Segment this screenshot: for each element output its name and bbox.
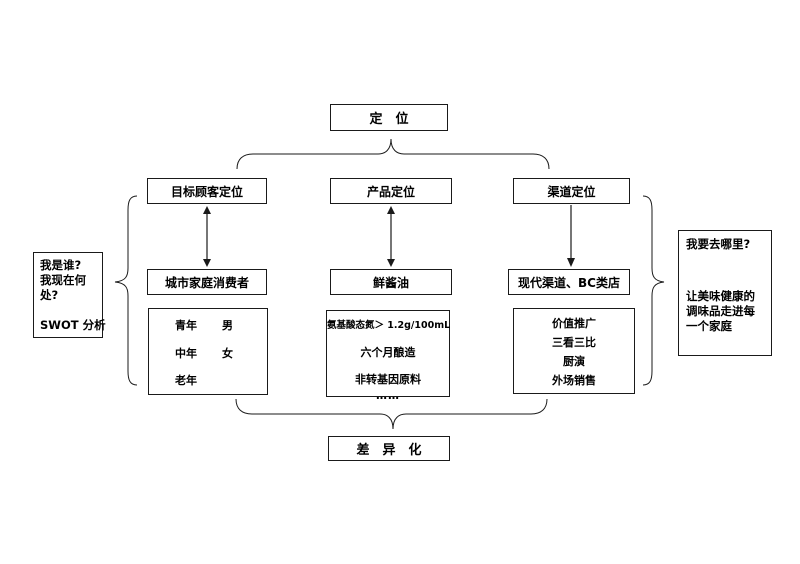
double-arrow-product-icon (387, 206, 395, 267)
header-product: 产品定位 (330, 178, 452, 204)
detail-row: 中年 女 (175, 347, 267, 361)
detail-cell: 青年 (175, 319, 197, 332)
detail-row: 老年 (175, 374, 267, 388)
right-brace (642, 195, 665, 386)
detail-row: 青年 男 (175, 319, 267, 333)
down-arrow-channel-icon (567, 205, 575, 267)
detail-cell: 男 (222, 319, 233, 332)
detail-line: 六个月酿造 (360, 346, 416, 359)
header-channel: 渠道定位 (513, 178, 630, 204)
detail-line: 氨基酸态氮＞ 1.2g/100mL (327, 320, 451, 331)
swot-panel: 我是谁? 我现在何处? SWOT 分析 (33, 252, 106, 338)
vision-question: 我要去哪里? (686, 237, 751, 251)
top-brace (236, 138, 550, 170)
detail-cell: 中年 (175, 347, 197, 360)
positioning-box: 定 位 (330, 104, 448, 131)
detail-channel-box: 价值推广 三看三比 厨演 外场销售 (513, 308, 635, 394)
double-arrow-customer-icon (203, 206, 211, 267)
header-target-customer: 目标顾客定位 (147, 178, 267, 204)
core-modern-channels: 现代渠道、BC类店 (508, 269, 630, 295)
detail-line: 三看三比 (552, 336, 596, 349)
swot-question-who: 我是谁? (40, 258, 82, 272)
detail-line: …… (376, 389, 400, 402)
vision-panel: 我要去哪里? 让美味健康的调味品走进每一个家庭 (678, 230, 772, 356)
detail-line: 厨演 (563, 355, 585, 368)
left-brace (114, 195, 138, 386)
differentiation-box: 差 异 化 (328, 436, 450, 461)
core-fresh-soy-sauce: 鲜酱油 (330, 269, 452, 295)
bottom-brace (235, 398, 548, 430)
detail-line: 外场销售 (552, 374, 596, 387)
swot-question-where: 我现在何处? (40, 273, 86, 302)
detail-customer-box: 青年 男 中年 女 老年 (148, 308, 268, 395)
detail-cell: 老年 (175, 374, 197, 387)
detail-line: 非转基因原料 (355, 373, 421, 386)
detail-line: 价值推广 (552, 317, 596, 330)
detail-product-box: 氨基酸态氮＞ 1.2g/100mL 六个月酿造 非转基因原料 …… (326, 310, 451, 402)
core-urban-family-consumers: 城市家庭消费者 (147, 269, 267, 295)
swot-analysis-label: SWOT 分析 (40, 318, 106, 332)
vision-answer: 让美味健康的调味品走进每一个家庭 (686, 289, 755, 333)
detail-cell: 女 (222, 347, 233, 360)
